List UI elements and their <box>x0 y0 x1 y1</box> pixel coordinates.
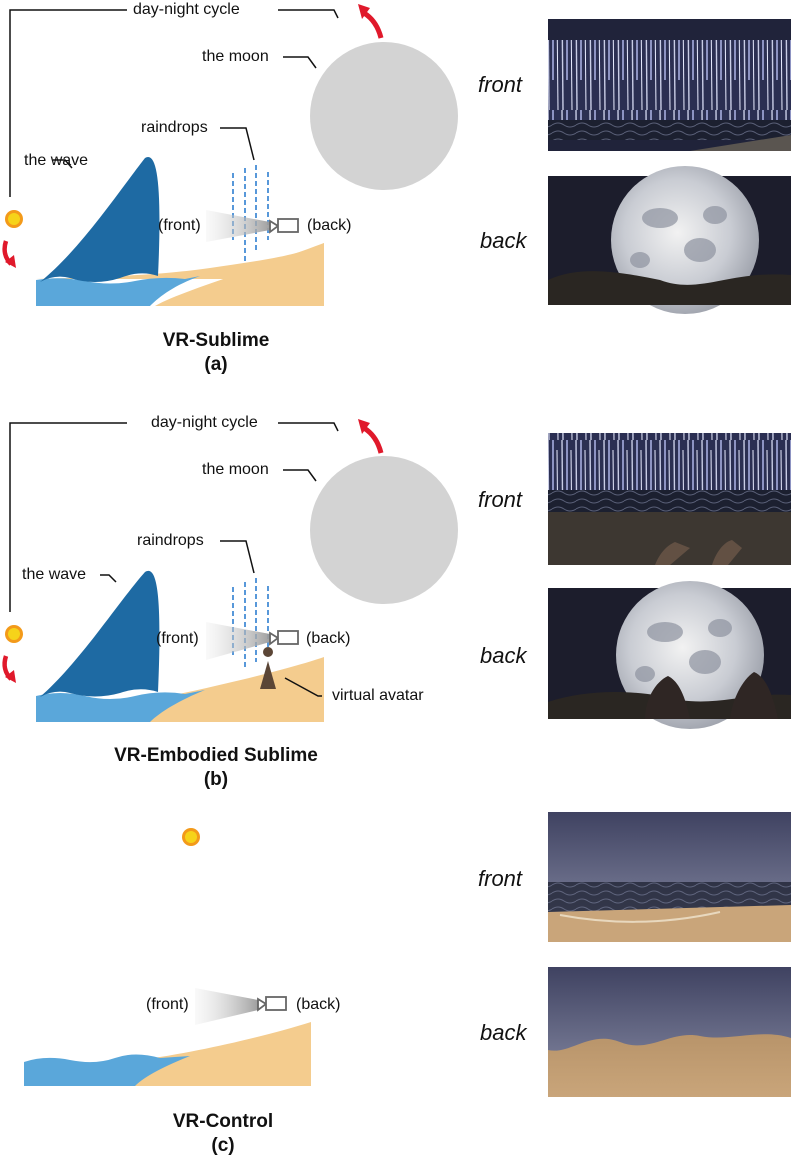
red-arrowhead-icon <box>358 419 370 434</box>
caption-title: VR-Sublime <box>162 330 270 351</box>
water-shape <box>36 690 205 722</box>
cycle-label: day-night cycle <box>151 414 258 431</box>
caption-title: VR-Embodied Sublime <box>114 745 318 766</box>
panel-a-caption: VR-Sublime (a) <box>66 329 366 377</box>
wave-leader-line <box>53 159 73 169</box>
caption-letter: (a) <box>204 353 228 375</box>
sun-icon <box>182 828 200 846</box>
moon-shape <box>310 456 458 604</box>
sand-shape-lower <box>36 243 324 306</box>
camera-icon <box>265 996 287 1011</box>
raindrops-leader-line <box>220 127 255 161</box>
camera-lens-icon <box>269 631 280 646</box>
wave-shape <box>40 156 160 282</box>
cycle-bracket-line <box>9 422 127 612</box>
raindrops-label: raindrops <box>137 532 204 549</box>
camera-view-cone <box>195 988 258 1025</box>
moon-photo <box>611 166 759 314</box>
front-label: (front) <box>156 630 199 647</box>
panel-a-diagram <box>2 4 458 306</box>
camera-view-cone <box>206 622 270 660</box>
view-label-front: front <box>478 487 523 512</box>
caption-title: VR-Control <box>172 1111 274 1132</box>
moon-shape <box>310 42 458 190</box>
wave-leader-line <box>100 574 117 583</box>
wave-label: the wave <box>22 566 87 583</box>
panel-b-back-photo <box>548 581 791 729</box>
wave-shape <box>40 570 160 697</box>
back-label: (back) <box>296 996 341 1013</box>
red-arrow-icon <box>362 425 384 454</box>
cycle-label: day-night cycle <box>133 1 240 18</box>
view-label-back: back <box>480 228 527 253</box>
panel-c-diagram <box>24 828 311 1086</box>
wave-label: the wave <box>24 152 89 169</box>
red-arrowhead-icon <box>358 4 370 19</box>
view-label-front: front <box>478 866 523 891</box>
camera-icon <box>277 218 299 233</box>
sun-icon <box>5 210 23 228</box>
moon-leader-line <box>283 56 317 69</box>
water-shape <box>24 1054 190 1086</box>
sun-icon <box>5 625 23 643</box>
avatar-label: virtual avatar <box>332 687 424 704</box>
raindrops-leader-line <box>220 540 255 574</box>
avatar-icon <box>260 647 276 689</box>
panel-a-back-photo <box>548 166 791 314</box>
camera-icon <box>277 630 299 645</box>
water-shape <box>36 276 200 306</box>
panel-c-back-photo <box>548 967 791 1097</box>
caption-letter: (b) <box>203 768 229 790</box>
camera-view-cone <box>206 210 270 242</box>
front-label: (front) <box>158 217 201 234</box>
panel-b-caption: VR-Embodied Sublime (b) <box>66 744 366 792</box>
panel-c-front-photo <box>548 812 791 942</box>
panel-b-diagram <box>2 419 458 722</box>
panel-b-front-photo <box>548 433 791 565</box>
moon-label: the moon <box>202 48 269 65</box>
back-label: (back) <box>307 217 352 234</box>
view-label-back: back <box>480 643 527 668</box>
cycle-bracket-line <box>9 9 127 197</box>
caption-letter: (c) <box>211 1134 235 1156</box>
front-label: (front) <box>146 996 189 1013</box>
avatar-leader-line <box>284 677 322 697</box>
view-label-back: back <box>480 1020 527 1045</box>
raindrops-label: raindrops <box>141 119 208 136</box>
moon-label: the moon <box>202 461 269 478</box>
panel-a-front-photo <box>548 19 791 151</box>
camera-lens-icon <box>257 997 268 1012</box>
panel-c-caption: VR-Control (c) <box>73 1110 373 1158</box>
camera-lens-icon <box>269 219 280 234</box>
view-label-front: front <box>478 72 523 97</box>
red-arrow-icon <box>362 10 384 39</box>
cycle-leader-line <box>278 9 339 19</box>
back-label: (back) <box>306 630 351 647</box>
cycle-leader-line <box>278 422 339 432</box>
raindrops-lines <box>232 578 269 670</box>
red-arrowhead-icon <box>5 670 16 683</box>
red-arrowhead-icon <box>5 255 16 268</box>
moon-leader-line <box>283 469 317 482</box>
raindrops-lines <box>232 165 269 262</box>
